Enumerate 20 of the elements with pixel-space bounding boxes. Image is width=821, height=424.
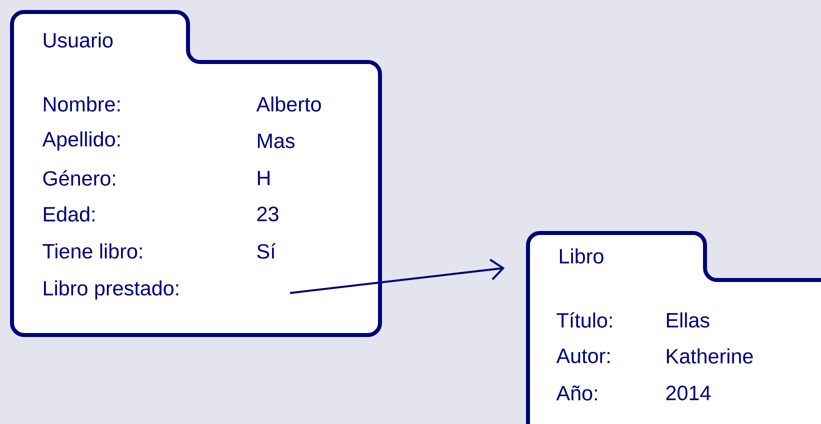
field-value: Ellas: [666, 312, 710, 328]
field-label: Autor:: [556, 348, 610, 364]
field-label: Título:: [556, 312, 612, 328]
field-label: Género:: [43, 170, 116, 186]
tab-title: Usuario: [44, 32, 113, 48]
field-label: Libro prestado:: [44, 280, 178, 300]
field-label: Edad:: [44, 206, 94, 222]
field-value: Alberto: [256, 96, 321, 112]
field-value: H: [258, 170, 270, 186]
field-value: Mas: [258, 134, 295, 148]
field-label: Tiene libro:: [42, 243, 142, 259]
field-value: Katherine: [666, 348, 753, 364]
field-label: Nombre:: [44, 96, 120, 112]
field-value: 2014: [666, 386, 711, 400]
tab-title: Libro: [560, 248, 604, 264]
field-label: Apellido:: [42, 131, 120, 151]
field-value: Sí: [257, 243, 276, 259]
field-value: 23: [257, 206, 278, 222]
field-label: Año:: [556, 385, 597, 400]
arrow: [290, 258, 505, 294]
